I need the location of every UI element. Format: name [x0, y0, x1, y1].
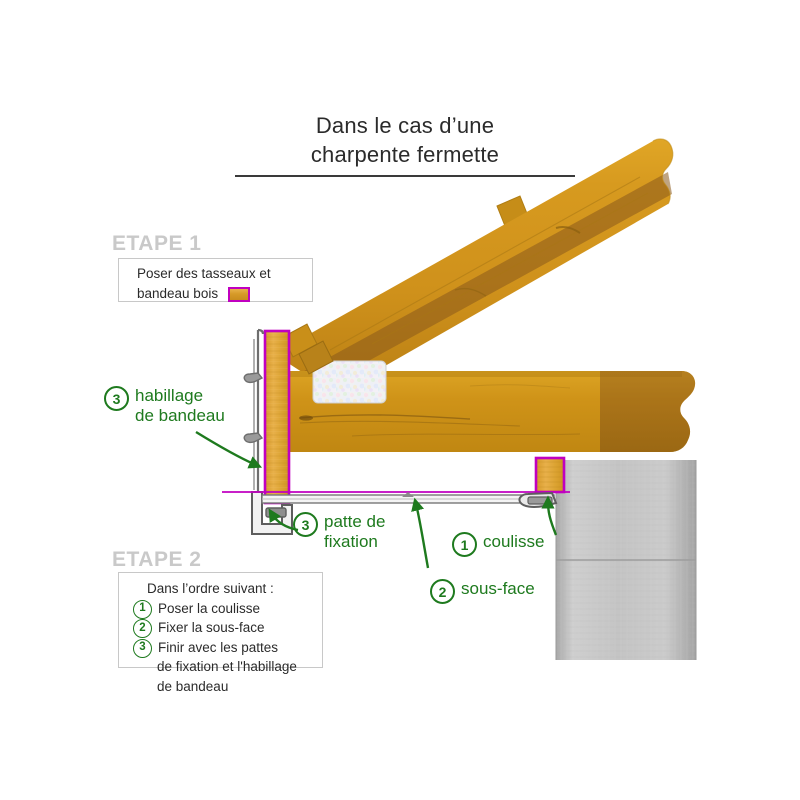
step-2-item-3: 3 Finir avec les pattes: [133, 638, 322, 658]
circled-number-3-icon: 3: [293, 512, 318, 537]
callout-patte-line-1: patte de: [324, 512, 386, 531]
fixing-clips: [243, 372, 264, 444]
step-1-line-2: bandeau bois: [137, 285, 219, 301]
concrete-wall: [555, 460, 697, 660]
callout-sous-face-text: sous-face: [461, 579, 535, 598]
step-2-box: Dans l’ordre suivant : 1 Poser la coulis…: [118, 572, 323, 694]
callout-habillage-text: habillage de bandeau: [135, 385, 225, 426]
wood-batten-swatch-icon: [228, 286, 251, 302]
callout-habillage-de-bandeau: 3 habillage de bandeau: [104, 385, 225, 426]
title-line-1: Dans le cas d’une: [315, 113, 495, 138]
step-2-lead: Dans l’ordre suivant :: [147, 581, 274, 596]
circled-number-2-icon: 2: [430, 579, 455, 604]
arrow-habillage: [195, 430, 263, 469]
step-2-item-3-cont-2: de bandeau: [157, 678, 229, 694]
callout-sous-face: 2 sous-face: [430, 578, 535, 604]
step-2-item-2: 2 Fixer la sous-face: [133, 618, 322, 639]
fascia-cladding-profile: [253, 328, 265, 498]
callout-habillage-line-1: habillage: [135, 386, 204, 405]
callout-patte-line-2: fixation: [324, 532, 378, 552]
roof-battens: [282, 323, 334, 375]
step-1-box: Poser des tasseaux et bandeau bois: [118, 258, 313, 302]
step-1-line-2-row: bandeau bois: [137, 284, 312, 304]
arrow-sousface: [411, 497, 430, 569]
callout-patte-de-fixation: 3 patte de fixation: [293, 511, 385, 552]
circled-number-2-icon: 2: [133, 619, 152, 639]
insulation-block: [312, 360, 387, 404]
circled-number-3-icon: 3: [133, 638, 152, 658]
step-2-heading: ETAPE 2: [112, 548, 202, 571]
callout-coulisse: 1 coulisse: [452, 531, 545, 557]
step-2-item-1-text: Poser la coulisse: [158, 600, 261, 616]
title-line-2: charpente fermette: [310, 141, 500, 167]
sloped-rafter: [274, 138, 674, 394]
step-1-line-1: Poser des tasseaux et: [137, 266, 271, 281]
step-2-item-3-text: Finir avec les pattes: [158, 639, 279, 655]
page-title: Dans le cas d’une charpente fermette: [235, 112, 575, 169]
callout-coulisse-text: coulisse: [483, 532, 545, 551]
title-divider: [235, 175, 575, 177]
callout-habillage-line-2: de bandeau: [135, 406, 225, 426]
circled-number-1-icon: 1: [452, 532, 477, 557]
horizontal-beam: [268, 371, 696, 452]
step-2-item-3-cont-1: de fixation et l'habillage: [157, 659, 297, 675]
circled-number-1-icon: 1: [133, 599, 152, 619]
callout-patte-text: patte de fixation: [324, 511, 385, 552]
step-2-item-2-text: Fixer la sous-face: [158, 620, 265, 636]
fascia-board: [263, 329, 291, 505]
soffit-panel: [261, 492, 555, 504]
circled-number-3-icon: 3: [104, 386, 129, 411]
arrow-coulisse: [541, 495, 558, 536]
step-2-item-1: 1 Poser la coulisse: [133, 599, 322, 619]
step-1-heading: ETAPE 1: [112, 232, 202, 255]
